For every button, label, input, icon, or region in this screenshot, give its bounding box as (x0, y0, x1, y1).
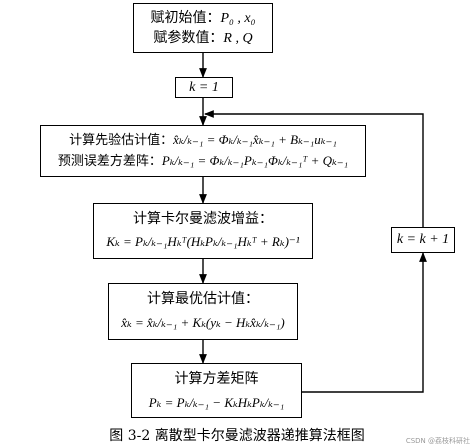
gain-formula: Kₖ = Pₖ/ₖ₋₁Hₖᵀ(HₖPₖ/ₖ₋₁Hₖᵀ + Rₖ)⁻¹ (106, 234, 300, 249)
estimate-formula: x̂ₖ = x̂ₖ/ₖ₋₁ + Kₖ(yₖ − Hₖx̂ₖ/ₖ₋₁) (121, 315, 285, 330)
init-label-2: 赋参数值： (153, 30, 224, 46)
estimate-title: 计算最优估计值： (147, 291, 259, 307)
predict-box: 计算先验估计值：x̂ₖ/ₖ₋₁ = Φₖ/ₖ₋₁x̂ₖ₋₁ + Bₖ₋₁uₖ₋₁… (40, 125, 366, 177)
k-init-box: k = 1 (175, 77, 233, 98)
k-update-box: k = k + 1 (391, 227, 455, 253)
predict-formula-2: Pₖ/ₖ₋₁ = Φₖ/ₖ₋₁Pₖ₋₁Φₖ/ₖ₋₁ᵀ + Qₖ₋₁ (161, 153, 349, 168)
init-vars-2: R , Q (223, 31, 253, 46)
k-init-text: k = 1 (189, 80, 219, 95)
arrow-kupdate-to-loop (204, 110, 424, 227)
arrow-cov-to-kupdate (302, 252, 427, 393)
figure-caption: 图 3-2 离散型卡尔曼滤波器递推算法框图 (109, 428, 365, 444)
init-label-1: 赋初始值： (150, 10, 221, 26)
k-update-text: k = k + 1 (396, 232, 450, 247)
predict-formula-1: x̂ₖ/ₖ₋₁ = Φₖ/ₖ₋₁x̂ₖ₋₁ + Bₖ₋₁uₖ₋₁ (173, 132, 337, 147)
estimate-box: 计算最优估计值： x̂ₖ = x̂ₖ/ₖ₋₁ + Kₖ(yₖ − Hₖx̂ₖ/ₖ… (108, 283, 298, 340)
covariance-formula: Pₖ = Pₖ/ₖ₋₁ − KₖHₖPₖ/ₖ₋₁ (148, 395, 285, 410)
gain-box: 计算卡尔曼滤波增益： Kₖ = Pₖ/ₖ₋₁Hₖᵀ(HₖPₖ/ₖ₋₁Hₖᵀ + … (93, 203, 313, 259)
init-vars-1: P₀ , x₀ (220, 11, 256, 26)
predict-label-2: 预测误差方差阵： (57, 154, 162, 169)
gain-title: 计算卡尔曼滤波增益： (133, 211, 273, 227)
init-box: 赋初始值：P₀ , x₀ 赋参数值：R , Q (133, 3, 273, 53)
predict-label-1: 计算先验估计值： (69, 133, 174, 148)
covariance-title: 计算方差矩阵 (174, 371, 259, 387)
watermark: CSDN @荔枝科研社 (405, 437, 470, 445)
covariance-box: 计算方差矩阵 Pₖ = Pₖ/ₖ₋₁ − KₖHₖPₖ/ₖ₋₁ (131, 363, 302, 418)
